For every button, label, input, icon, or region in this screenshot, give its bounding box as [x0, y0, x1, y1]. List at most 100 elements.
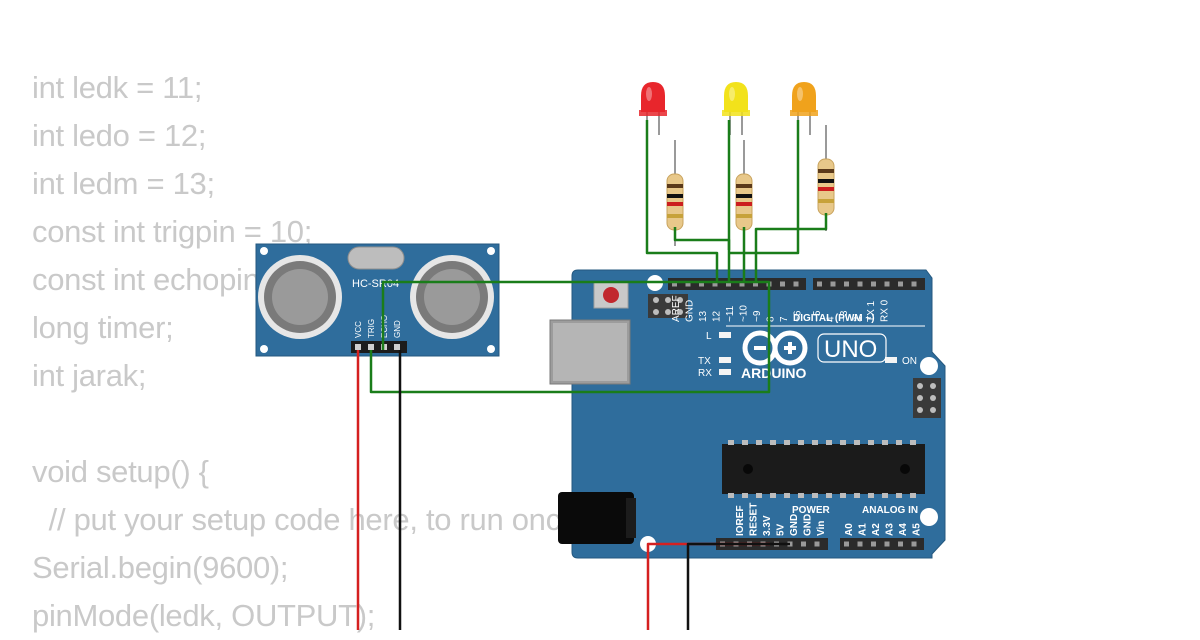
- digital-pin-label: 8: [766, 316, 777, 322]
- power-pin-label: GND: [789, 514, 800, 536]
- analog-header[interactable]: [840, 538, 924, 550]
- header-pin[interactable]: [699, 281, 704, 287]
- header-pin[interactable]: [712, 281, 718, 287]
- analog-pin-label: A1: [858, 523, 869, 536]
- icsp-header-right: [913, 378, 941, 418]
- led-l-indicator: L: [706, 331, 731, 342]
- wire-green[interactable]: [645, 120, 719, 282]
- power-pin-label: IOREF: [735, 505, 746, 536]
- reset-button[interactable]: [593, 281, 629, 309]
- code-line: pinMode(ledk, OUTPUT);: [32, 598, 376, 633]
- digital-pin-label: ~3: [839, 310, 850, 322]
- digital-pin-label: 7: [779, 316, 790, 322]
- led-l-label: L: [706, 331, 712, 342]
- sensor-pin-header[interactable]: [351, 341, 407, 353]
- sensor-pin-label: TRIG: [367, 319, 376, 338]
- header-pin[interactable]: [739, 281, 745, 287]
- power-pin-label: 3.3V: [762, 515, 773, 536]
- digital-pin-label: AREF: [671, 295, 682, 322]
- digital-pin-label: RX 0: [880, 299, 891, 322]
- header-pin[interactable]: [672, 281, 677, 287]
- power-jack: [558, 492, 636, 544]
- analog-pin-label: A4: [898, 523, 909, 536]
- digital-pin-label: 4: [826, 316, 837, 322]
- header-pin[interactable]: [753, 281, 758, 287]
- wire-black[interactable]: [686, 542, 790, 630]
- digital-pin-label: GND: [685, 300, 696, 322]
- analog-pin-label: A0: [844, 523, 855, 536]
- led-tx-indicator: TX: [698, 356, 731, 367]
- wire-green[interactable]: [369, 280, 771, 394]
- led-rx-indicator: RX: [698, 368, 731, 379]
- board-model: UNO: [824, 336, 877, 363]
- transducer-left: [258, 255, 342, 339]
- wire-green[interactable]: [729, 120, 800, 255]
- header-pin[interactable]: [871, 281, 876, 287]
- header-pin[interactable]: [884, 541, 890, 547]
- header-pin[interactable]: [844, 541, 849, 547]
- digital-pin-label: ~10: [739, 305, 750, 322]
- digital-pin-label: ~11: [725, 305, 736, 322]
- header-pin[interactable]: [793, 281, 799, 287]
- header-pin[interactable]: [726, 281, 731, 287]
- analog-pin-label: A2: [871, 523, 882, 536]
- code-line: int ledk = 11;: [32, 70, 203, 105]
- mounting-hole: [920, 357, 938, 375]
- analog-pin-label: A5: [912, 523, 923, 536]
- power-header-label: POWER: [792, 505, 831, 516]
- digital-header-right[interactable]: [813, 278, 925, 290]
- header-pin[interactable]: [814, 541, 820, 547]
- wire-green[interactable]: [754, 213, 828, 282]
- analog-pin-label: A3: [885, 523, 896, 536]
- header-pin[interactable]: [857, 281, 863, 287]
- digital-header-label: DIGITAL (PWM ~): [793, 313, 875, 324]
- wire-green[interactable]: [673, 227, 731, 282]
- digital-pin-label: ~6: [793, 310, 804, 322]
- header-pin[interactable]: [844, 281, 849, 287]
- header-pin[interactable]: [884, 281, 890, 287]
- resistor[interactable]: [666, 140, 684, 246]
- code-line: int ledm = 13;: [32, 166, 215, 201]
- led-rx-label: RX: [698, 368, 712, 379]
- code-line: void setup() {: [32, 454, 209, 489]
- led-yellow[interactable]: [722, 82, 750, 135]
- header-pin[interactable]: [830, 281, 836, 287]
- header-pin[interactable]: [871, 541, 876, 547]
- code-line: const int trigpin = 10;: [32, 214, 313, 249]
- sensor-pin-label: VCC: [354, 321, 363, 338]
- usb-port: [549, 319, 631, 385]
- power-pin-label: RESET: [749, 503, 760, 536]
- power-pin-label: GND: [803, 514, 814, 536]
- digital-pin-label: 13: [698, 310, 709, 322]
- digital-pin-label: TX 1: [866, 300, 877, 322]
- led-red[interactable]: [639, 82, 667, 135]
- power-pin-label: Vin: [816, 521, 827, 536]
- icsp-header-top: [648, 294, 688, 318]
- header-pin[interactable]: [898, 281, 903, 287]
- led-on-indicator: ON: [885, 356, 917, 367]
- header-pin[interactable]: [857, 541, 863, 547]
- led-orange[interactable]: [790, 82, 818, 135]
- header-pin[interactable]: [911, 541, 917, 547]
- header-pin[interactable]: [780, 281, 785, 287]
- code-line: Serial.begin(9600);: [32, 550, 289, 585]
- arduino-logo-icon: [742, 330, 808, 366]
- code-line: long timer;: [32, 310, 174, 345]
- header-pin[interactable]: [898, 541, 903, 547]
- header-pin[interactable]: [685, 281, 691, 287]
- wires: [356, 120, 828, 630]
- header-pin[interactable]: [817, 281, 822, 287]
- led-on-label: ON: [902, 356, 917, 367]
- header-pin[interactable]: [801, 541, 806, 547]
- sensor-pin-label: GND: [393, 320, 402, 338]
- sensor-model-label: HC-SR04: [352, 278, 399, 290]
- power-pin-label: 5V: [776, 523, 787, 536]
- digital-header-left[interactable]: [668, 278, 806, 290]
- transducer-right: [410, 255, 494, 339]
- digital-pin-label: ~9: [752, 310, 763, 322]
- header-pin[interactable]: [911, 281, 917, 287]
- board-brand: ARDUINO: [741, 365, 806, 381]
